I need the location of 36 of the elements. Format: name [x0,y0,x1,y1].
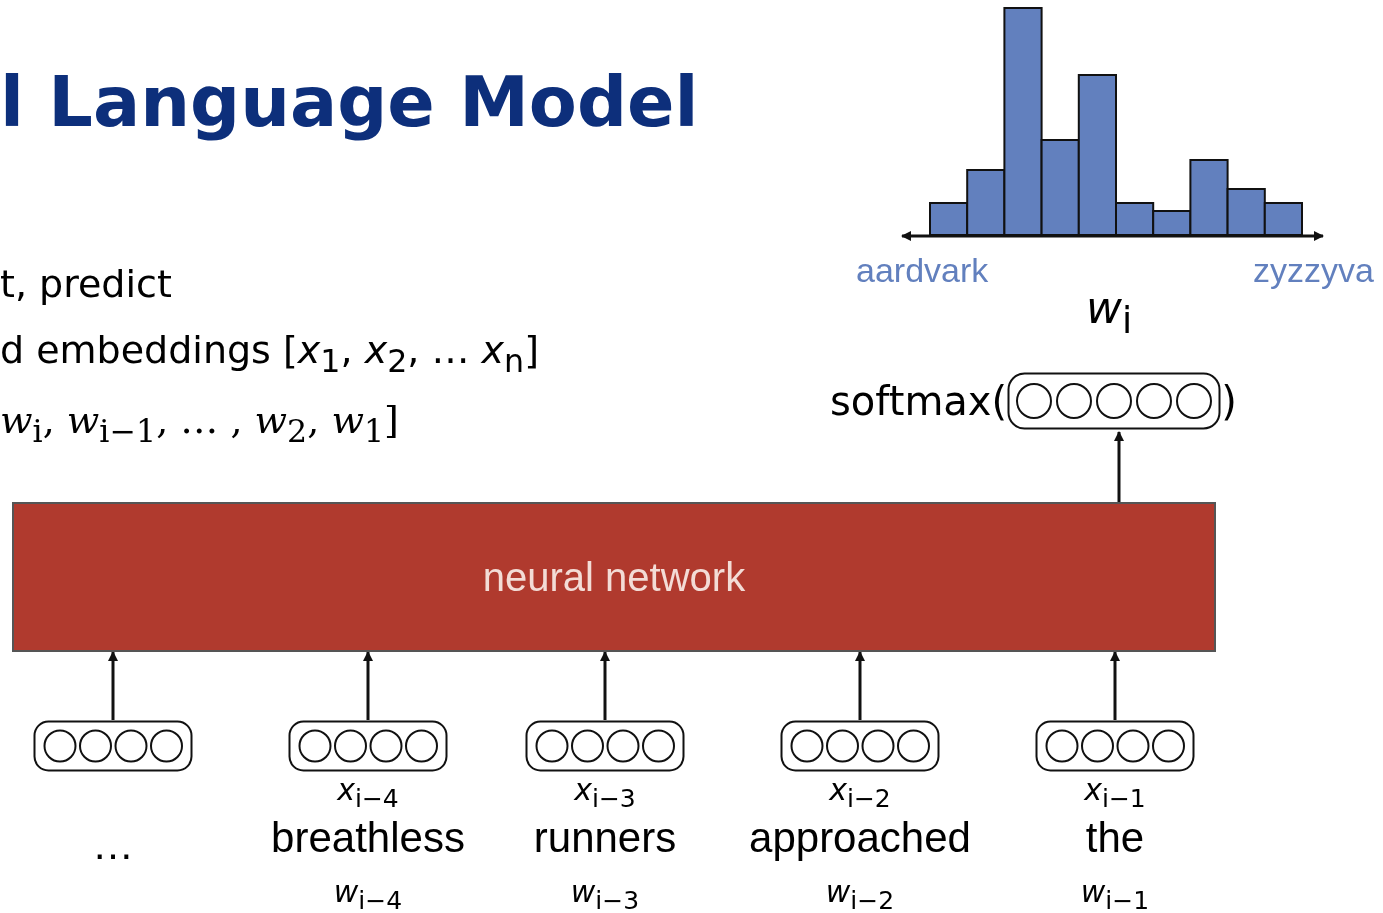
embedding-vector [1035,720,1195,772]
vector-label: x$_{i−1}$ [1083,773,1147,813]
network-box [12,502,1216,652]
arrow [363,651,373,720]
arrow [1110,651,1120,720]
closing-parenthesis: ) [1221,378,1237,424]
embedding-vector [525,720,685,772]
text-line: w$_{i}$, w$_{i−1}$, … , w$_{2}$, w$_{1}$] [0,398,399,450]
embedding-vector [33,720,193,772]
arrow [108,651,118,720]
word-label: w$_{i−1}$ [1079,875,1151,913]
axis-start-label: aardvark [856,250,989,291]
arrow [600,651,610,720]
softmax-expression [830,370,1237,432]
vector-label: x$_{i−4}$ [336,773,400,813]
input-word: runners [532,815,678,862]
embedding-vector [780,720,940,772]
ellipsis: … [91,822,135,869]
function-label: softmax( [830,378,1008,424]
word-label: w$_{i−3}$ [569,875,641,913]
vector-label: x$_{i−2}$ [828,773,892,813]
word-label: w$_{i−2}$ [824,875,896,913]
slide-title: l Language Model [0,60,699,145]
arrow [1114,431,1124,502]
text-line: d embeddings [x$_{1}$, x$_{2}$, … x$_{n}$] [0,328,539,380]
axis-variable-label: w$_{i}$ [1086,282,1133,343]
network-label: neural network [482,554,746,600]
arrow [855,651,865,720]
input-word: breathless [270,815,466,862]
word-label: w$_{i−4}$ [332,875,404,913]
input-word: approached [748,815,972,862]
embedding-vector [288,720,448,772]
text-line: t, predict [0,262,172,308]
input-word: the [1084,815,1146,862]
vector-label: x$_{i−3}$ [573,773,637,813]
axis-end-label: zyzzyva [1253,250,1374,291]
